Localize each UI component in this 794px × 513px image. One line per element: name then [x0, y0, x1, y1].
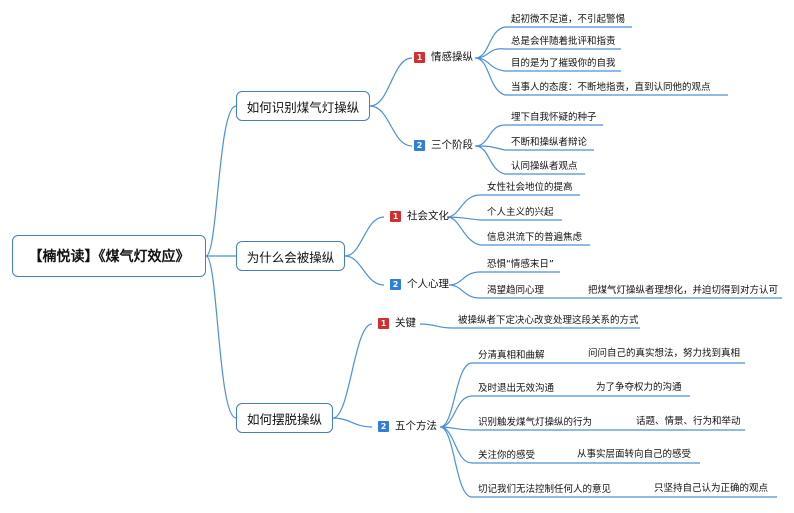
link-g2-underline	[505, 124, 603, 175]
subtopic-label: 社会文化	[407, 210, 449, 222]
leaf-node[interactable]: 女性社会地位的提高	[487, 182, 573, 193]
subtopic-three-stages[interactable]: 2 三个阶段	[414, 137, 473, 153]
link-main3-g5	[332, 323, 373, 419]
method-detail[interactable]: 问问自己的真实想法，努力找到真相	[588, 348, 741, 359]
subtopic-social-culture[interactable]: 1 社会文化	[390, 208, 449, 224]
link-g2-items	[474, 124, 506, 175]
link-g1-underline	[505, 26, 728, 96]
subtopic-label: 三个阶段	[431, 139, 473, 151]
method-node[interactable]: 切记我们无法控制任何人的意见	[478, 484, 612, 495]
method-node[interactable]: 识别触发煤气灯操纵的行为	[478, 417, 593, 428]
leaf-node[interactable]: 被操纵者下定决心改变处理这段关系的方式	[458, 315, 639, 326]
root-node[interactable]: 【楠悦读】《煤气灯效应》	[12, 235, 206, 277]
link-g4-underline	[480, 271, 782, 299]
subtopic-key[interactable]: 1 关键	[378, 315, 416, 331]
link-g3-items	[446, 194, 481, 246]
method-detail[interactable]: 从事实层面转向自己的感受	[577, 449, 692, 460]
subtopic-personal-psychology[interactable]: 2 个人心理	[390, 276, 449, 292]
number-badge: 2	[414, 139, 425, 151]
main-node-identify[interactable]: 如何识别煤气灯操纵	[236, 91, 370, 121]
method-detail[interactable]: 只坚持自己认为正确的观点	[654, 483, 769, 494]
main-node-escape[interactable]: 如何摆脱操纵	[236, 403, 333, 433]
number-badge: 1	[390, 210, 401, 222]
link-g4-items	[448, 271, 481, 299]
leaf-node[interactable]: 渴望趋同心理	[487, 285, 545, 296]
subtopic-label: 五个方法	[395, 420, 437, 432]
link-main2-g4	[344, 255, 385, 286]
leaf-node-detail[interactable]: 把煤气灯操纵者理想化，并迫切得到对方认可	[588, 285, 779, 296]
link-main2-g3	[344, 216, 385, 257]
number-badge: 1	[414, 51, 425, 63]
link-main1-g1	[369, 57, 413, 107]
leaf-node[interactable]: 认同操纵者观点	[511, 161, 578, 172]
leaf-node[interactable]: 起初微不足道，不引起警惕	[511, 14, 626, 25]
main-node-why[interactable]: 为什么会被操纵	[236, 241, 345, 271]
link-g6-items	[439, 362, 473, 498]
method-node[interactable]: 及时退出无效沟通	[478, 383, 555, 394]
number-badge: 2	[378, 420, 389, 432]
subtopic-label: 情感操纵	[431, 51, 473, 63]
subtopic-label: 个人心理	[407, 278, 449, 290]
leaf-node[interactable]: 目的是为了摧毁你的自我	[511, 58, 616, 69]
link-g6-underline	[472, 362, 777, 498]
method-detail[interactable]: 为了争夺权力的沟通	[596, 382, 682, 393]
subtopic-five-methods[interactable]: 2 五个方法	[378, 418, 437, 434]
link-g3-underline	[480, 194, 590, 246]
method-node[interactable]: 关注你的感受	[478, 450, 536, 461]
link-main3-g6	[332, 417, 373, 428]
link-g1-items	[474, 26, 506, 96]
leaf-node[interactable]: 信息洪流下的普遍焦虑	[487, 232, 583, 243]
leaf-node[interactable]: 不断和操纵者辩论	[511, 137, 588, 148]
leaf-node[interactable]: 当事人的态度：不断地指责，直到认同他的观点	[511, 82, 711, 93]
method-detail[interactable]: 话题、情景、行为和举动	[636, 416, 741, 427]
link-root-main1	[205, 105, 237, 257]
link-root-main3	[205, 255, 237, 419]
subtopic-label: 关键	[395, 317, 416, 329]
leaf-node[interactable]: 个人主义的兴起	[487, 207, 554, 218]
leaf-node[interactable]: 总是会伴随着批评和指责	[511, 36, 616, 47]
number-badge: 2	[390, 278, 401, 290]
link-main1-g2	[369, 105, 413, 147]
leaf-node[interactable]: 埋下自我怀疑的种子	[511, 112, 597, 123]
subtopic-emotional-manipulation[interactable]: 1 情感操纵	[414, 49, 473, 65]
method-node[interactable]: 分清真相和曲解	[478, 350, 545, 361]
link-g5-items	[419, 323, 453, 329]
leaf-node[interactable]: 恐惧“情感末日”	[487, 259, 554, 270]
number-badge: 1	[378, 317, 389, 329]
